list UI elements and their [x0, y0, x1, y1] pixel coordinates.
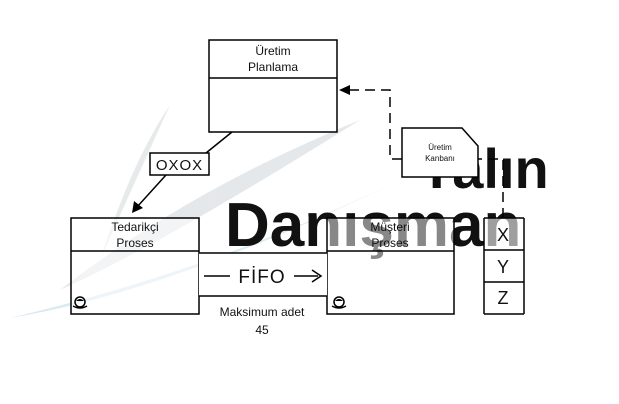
supplier-operator-icon [72, 296, 88, 309]
kanban-signal-arrowhead [339, 85, 350, 95]
fifo-label: FİFO [238, 267, 285, 288]
supplier-process-box: Tedarikçi Proses [70, 217, 200, 315]
schedule-text: OXOX [156, 157, 203, 174]
customer-operator-icon [331, 296, 347, 309]
fifo-max-label: Maksimum adet [220, 305, 305, 319]
supplier-title-line1: Tedarikçi [111, 220, 158, 234]
customer-title-line2: Proses [371, 236, 408, 250]
production-planning-box: Üretim Planlama [208, 39, 338, 133]
planning-title-line2: Planlama [248, 60, 298, 74]
production-kanban-card: Üretim Kanbanı [401, 127, 479, 178]
kanban-post-item-x: X [497, 225, 509, 245]
info-arrow-planning-to-supplier [132, 131, 233, 213]
kanban-post: X Y Z [483, 217, 525, 315]
kanban-line2: Kanbanı [425, 154, 455, 163]
kanban-line1: Üretim [428, 143, 452, 152]
customer-title-line1: Müşteri [370, 220, 409, 234]
kanban-post-item-y: Y [497, 257, 509, 277]
supplier-title-line2: Proses [116, 236, 153, 250]
kanban-signal-path [349, 89, 504, 218]
planning-title-line1: Üretim [255, 44, 290, 58]
kanban-post-item-z: Z [498, 288, 509, 308]
schedule-box: OXOX [149, 152, 210, 176]
customer-process-box: Müşteri Proses [326, 217, 455, 315]
fifo-lane: FİFO [199, 252, 327, 297]
fifo-max-value: 45 [255, 323, 269, 337]
